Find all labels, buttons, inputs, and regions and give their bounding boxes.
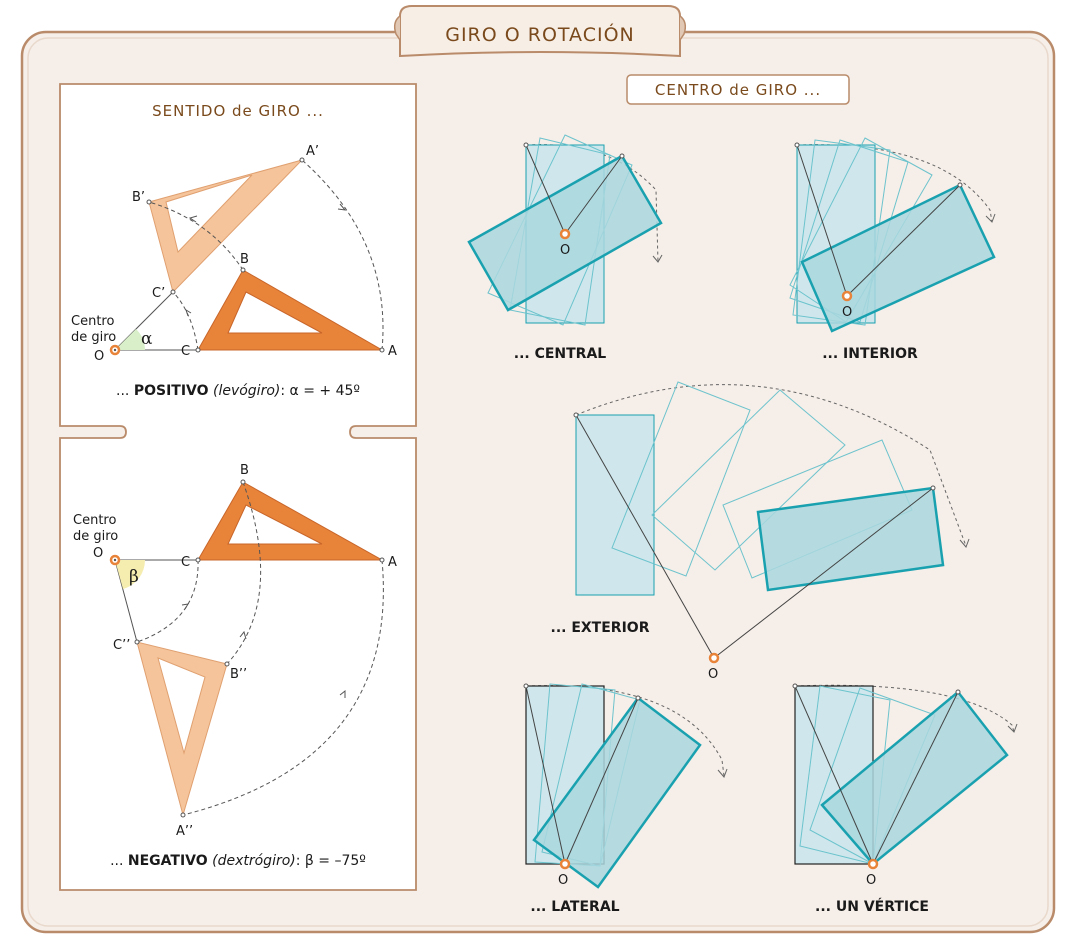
case-central-figure: O [467, 134, 663, 326]
point-B: B [240, 252, 249, 267]
angle-beta: β [129, 567, 139, 587]
point-A-b: A [388, 555, 397, 570]
center-label-line1-b: Centro [73, 513, 116, 528]
point-A: A [388, 344, 397, 359]
center-label-line1: Centro [71, 314, 114, 329]
point-B-double-prime: B’’ [230, 667, 247, 682]
case-exterior-label: ... EXTERIOR [551, 620, 650, 636]
case-interior-figure: O [789, 137, 996, 333]
center-label-line2: de giro [71, 330, 116, 345]
point-C-double-prime: C’’ [113, 638, 130, 653]
point-B-prime: B’ [132, 190, 145, 205]
case-lateral-point: O [558, 873, 568, 888]
case-interior-point: O [842, 305, 852, 320]
section-heading-sentido: SENTIDO de GIRO ... [152, 102, 324, 120]
point-C-b: C [181, 555, 190, 570]
point-C: C [181, 344, 190, 359]
header-tab: GIRO O ROTACIÓN [393, 5, 687, 58]
section-heading-centro: CENTRO de GIRO ... [655, 81, 821, 99]
case-vertex-point: O [866, 873, 876, 888]
caption-positive: ... POSITIVO (levógiro): α = + 45º [116, 383, 360, 399]
angle-alpha: α [141, 329, 153, 349]
point-B-b: B [240, 463, 249, 478]
point-O-b: O [93, 546, 103, 561]
caption-negative: ... NEGATIVO (dextrógiro): β = –75º [110, 853, 366, 869]
positive-rotation-figure: Centro de giro O C A B C’ A’ B’ α [71, 144, 397, 364]
case-lateral-label: ... LATERAL [530, 899, 619, 915]
case-interior-label: ... INTERIOR [822, 346, 918, 362]
case-vertex-label: ... UN VÉRTICE [815, 898, 929, 915]
centro-heading-box [626, 74, 850, 105]
case-central-point: O [560, 243, 570, 258]
center-label-line2-b: de giro [73, 529, 118, 544]
case-lateral-figure: O [523, 683, 728, 889]
case-vertex-figure: O [792, 683, 1018, 888]
point-A-double-prime: A’’ [176, 824, 193, 839]
point-O: O [94, 349, 104, 364]
page-title: GIRO O ROTACIÓN [445, 22, 635, 46]
case-central-label: ... CENTRAL [514, 346, 607, 362]
negative-rotation-figure: Centro de giro O C A B C’’ B’’ A’’ β [73, 463, 397, 839]
case-exterior-figure: O [573, 381, 970, 682]
point-C-prime: C’ [152, 286, 165, 301]
case-exterior-point: O [708, 667, 718, 682]
point-A-prime: A’ [306, 144, 319, 159]
